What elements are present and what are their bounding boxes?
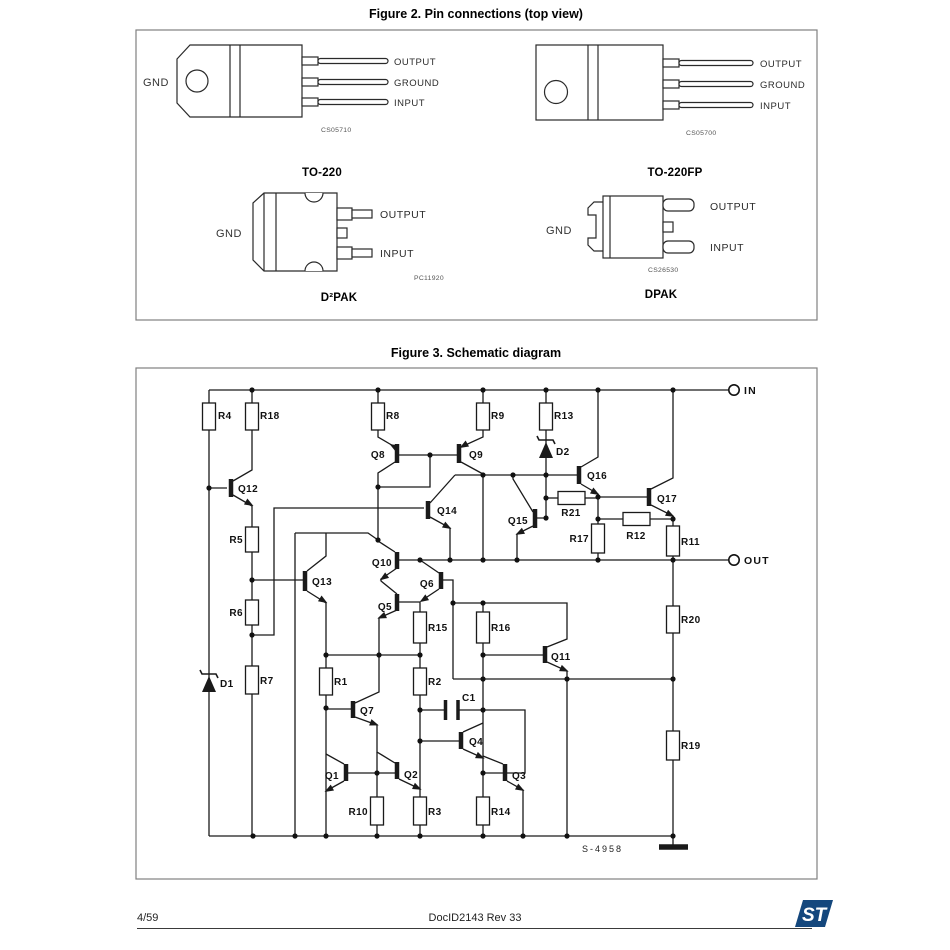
label-Q13: Q13 <box>312 577 332 588</box>
in-terminal-label: IN <box>744 385 757 397</box>
label-R2: R2 <box>428 677 442 688</box>
figure3-title: Figure 3. Schematic diagram <box>390 346 562 360</box>
st-logo: ST <box>795 900 833 927</box>
dpak-pin-input: INPUT <box>710 242 744 254</box>
out-terminal-label: OUT <box>744 555 770 567</box>
label-Q10: Q10 <box>372 558 392 569</box>
label-Q6: Q6 <box>420 579 434 590</box>
to220-pin-input: INPUT <box>394 98 425 109</box>
label-Q16: Q16 <box>587 471 607 482</box>
to220fp-pin-ground: GROUND <box>760 80 805 91</box>
label-Q2: Q2 <box>404 770 418 781</box>
package-dpak-drawing <box>587 195 695 259</box>
label-R17: R17 <box>569 534 589 545</box>
dpak-caption: DPAK <box>645 289 678 301</box>
footer-rule <box>137 928 812 929</box>
d2pak-gnd-label: GND <box>216 228 242 240</box>
label-Q9: Q9 <box>469 450 483 461</box>
label-R8: R8 <box>386 411 400 422</box>
label-R15: R15 <box>428 623 448 634</box>
dpak-pin-output: OUTPUT <box>710 201 756 213</box>
label-R13: R13 <box>554 411 574 422</box>
label-R3: R3 <box>428 807 442 818</box>
label-R21: R21 <box>561 508 581 519</box>
to220-gnd-label: GND <box>143 77 169 89</box>
label-Q4: Q4 <box>469 737 483 748</box>
mounting-hole <box>543 79 569 105</box>
label-C1: C1 <box>462 693 476 704</box>
out-terminal <box>727 553 740 566</box>
to220fp-pin-output: OUTPUT <box>760 59 802 70</box>
label-R7: R7 <box>260 676 274 687</box>
label-D1: D1 <box>220 679 234 690</box>
schematic-labels: R4 R18 R8 R9 R13 R5 R6 R7 R1 R15 R2 R16 … <box>218 411 701 818</box>
to220-pin-output: OUTPUT <box>394 57 436 68</box>
mounting-hole <box>185 69 209 93</box>
label-R10: R10 <box>348 807 368 818</box>
dpak-gnd-label: GND <box>546 225 572 237</box>
label-Q14: Q14 <box>437 506 457 517</box>
package-to220-drawing <box>176 44 389 118</box>
label-R18: R18 <box>260 411 280 422</box>
label-R12: R12 <box>626 531 646 542</box>
d2pak-caption: D²PAK <box>321 292 358 304</box>
figure2-title: Figure 2. Pin connections (top view) <box>369 7 583 21</box>
d2pak-pin-output: OUTPUT <box>380 209 426 221</box>
to220-drawing-code: CS05710 <box>321 127 351 134</box>
package-to220fp-drawing <box>535 44 754 121</box>
label-Q8: Q8 <box>371 450 385 461</box>
label-R14: R14 <box>491 807 511 818</box>
package-d2pak-drawing <box>252 192 373 272</box>
label-Q3: Q3 <box>512 771 526 782</box>
label-R4: R4 <box>218 411 232 422</box>
label-Q17: Q17 <box>657 494 677 505</box>
label-Q5: Q5 <box>378 602 392 613</box>
to220fp-pin-input: INPUT <box>760 101 791 112</box>
label-R19: R19 <box>681 741 701 752</box>
d2pak-pin-input: INPUT <box>380 248 414 260</box>
d2pak-drawing-code: PC11920 <box>414 275 444 282</box>
label-R5: R5 <box>229 535 243 546</box>
label-Q11: Q11 <box>551 652 571 663</box>
label-R6: R6 <box>229 608 243 619</box>
label-Q15: Q15 <box>508 516 528 527</box>
schematic-wires <box>199 387 728 850</box>
in-terminal <box>727 383 740 396</box>
label-R20: R20 <box>681 615 701 626</box>
to220fp-drawing-code: CS05700 <box>686 130 716 137</box>
label-Q7: Q7 <box>360 706 374 717</box>
to220-pin-ground: GROUND <box>394 78 439 89</box>
label-Q12: Q12 <box>238 484 258 495</box>
label-Q1: Q1 <box>325 771 339 782</box>
to220-caption: TO-220 <box>302 167 342 179</box>
label-R9: R9 <box>491 411 505 422</box>
schematic-note: S-4958 <box>582 844 623 854</box>
st-logo-text: ST <box>802 905 828 926</box>
page-number: 4/59 <box>137 912 159 924</box>
label-R11: R11 <box>681 537 700 548</box>
dpak-drawing-code: CS26530 <box>648 267 678 274</box>
label-R1: R1 <box>334 677 348 688</box>
label-R16: R16 <box>491 623 511 634</box>
label-D2: D2 <box>556 447 570 458</box>
doc-id: DocID2143 Rev 33 <box>428 912 522 924</box>
to220fp-caption: TO-220FP <box>647 167 702 179</box>
schematic-terminals <box>727 383 740 566</box>
